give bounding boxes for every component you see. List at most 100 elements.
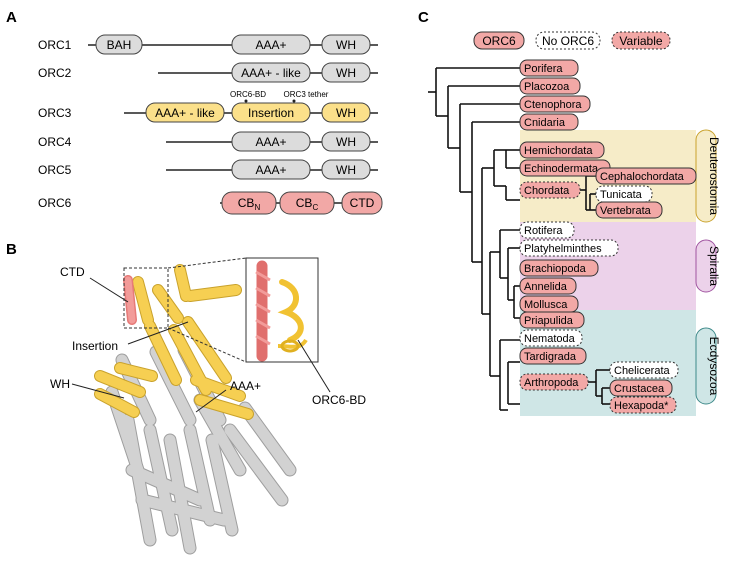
deuterostomia-label: Deuterostomia [707,137,721,215]
taxon-brachiopoda: Brachiopoda [524,263,587,275]
orc2-aaa-like-label: AAA+ - like [241,66,301,80]
orc2-label: ORC2 [38,66,72,80]
taxon-nematoda: Nematoda [524,333,576,345]
taxon-mollusca: Mollusca [524,299,568,311]
legend: ORC6 No ORC6 Variable [473,31,671,50]
orc5-row: ORC5 AAA+ WH [38,159,378,180]
taxon-chordata-box [519,181,581,199]
panel-b-letter: B [6,241,17,258]
panel-b: B [6,241,366,555]
orc6-label: ORC6 [38,196,72,210]
legend-orc6-swatch [473,31,525,50]
legend-orc6-label: ORC6 [482,34,516,48]
taxon-priapulida-box [519,311,585,329]
zoom-selection-box [123,267,169,329]
orc1-wh-domain [321,34,371,55]
taxon-cnidaria-box [519,113,579,131]
taxon-vertebrata-box [595,201,663,219]
taxon-tunicata: Tunicata [600,189,643,201]
orc3-aaa-like-domain [145,102,225,123]
taxon-platyhelminthes-box [519,239,619,257]
legend-no-orc6-label: No ORC6 [542,34,594,48]
ctd-label: CTD [60,265,85,279]
orc6-ctd-label: CTD [350,196,375,210]
orc1-row: ORC1 BAH AAA+ WH [38,34,378,55]
orc3-row: ORC6-BD ORC3 tether ORC3 AAA+ - like Ins… [38,90,378,123]
orc5-label: ORC5 [38,163,72,177]
orc3-label: ORC3 [38,106,72,120]
legend-no-orc6-swatch [535,31,601,50]
legend-variable-swatch [611,31,671,50]
aaa-label: AAA+ [230,379,261,393]
orc5-wh-domain [321,159,371,180]
orc3-wh-domain [321,102,371,123]
taxon-rotifera-box [519,221,575,239]
taxon-ctenophora-box [519,95,591,113]
panel-c-letter: C [418,9,429,26]
taxon-hemichordata-box [519,141,605,159]
taxon-tardigrada-box [519,347,587,365]
zoom-inset [245,257,319,363]
taxon-cephalochordata: Cephalochordata [600,171,685,183]
orc2-wh-label: WH [336,66,356,80]
orc3-insertion-label: Insertion [248,106,294,120]
panel-c: C ORC6 No ORC6 Variable Deuterostomia Sp… [418,9,721,416]
taxon-arthropoda: Arthropoda [524,377,579,389]
taxon-placozoa: Placozoa [524,81,570,93]
taxon-cnidaria: Cnidaria [524,117,566,129]
taxon-ctenophora: Ctenophora [524,99,582,111]
taxon-chelicerata-box [609,361,679,379]
orc1-aaa-label: AAA+ [255,38,286,52]
orc2-wh-domain [321,62,371,83]
wh-label: WH [50,377,70,391]
orc3-tether-annotation: ORC3 tether [284,90,329,99]
taxon-platyhelminthes: Platyhelminthes [524,243,602,255]
spiralia-label: Spiralia [707,246,721,286]
phylogenetic-tree [428,67,520,411]
orc4-wh-domain [321,131,371,152]
yellow-structure [94,264,254,420]
orc2-row: ORC2 AAA+ - like WH [38,62,378,83]
taxon-crustacea-box [609,379,673,397]
orc6-cbc-domain [279,191,335,215]
orc1-wh-label: WH [336,38,356,52]
orc6-cbc-label: CBC [296,196,319,212]
taxon-chelicerata: Chelicerata [614,365,671,377]
orc4-aaa-label: AAA+ [255,135,286,149]
taxon-brachiopoda-box [519,259,599,277]
orc6-cbn-domain [221,191,277,215]
taxon-priapulida: Priapulida [524,315,574,327]
orc5-wh-label: WH [336,163,356,177]
taxon-arthropoda-box [519,373,589,391]
taxon-hexapoda-box [609,396,677,414]
taxon-cephalochordata-box [595,167,697,185]
arthropoda-subtree [588,369,610,405]
taxon-vertebrata: Vertebrata [600,205,652,217]
orc1-bah-domain [95,34,143,55]
orc4-aaa-domain [231,131,311,152]
ecdysozoa-label: Ecdysozoa [707,337,721,396]
legend-variable-label: Variable [619,34,662,48]
taxon-tardigrada: Tardigrada [524,351,577,363]
taxon-crustacea: Crustacea [614,383,665,395]
taxon-chordata: Chordata [524,185,570,197]
orc6-cbn-label: CBN [238,196,261,212]
taxon-hemichordata: Hemichordata [524,145,593,157]
orc6-row: ORC6 CBN CBC CTD [38,191,383,215]
taxa: Porifera Placozoa Ctenophora Cnidaria He… [519,59,697,414]
taxon-placozoa-box [519,77,581,95]
orc1-label: ORC1 [38,38,72,52]
orc4-label: ORC4 [38,135,72,149]
orc3-insertion-domain [231,102,311,123]
orc4-wh-label: WH [336,135,356,149]
orc3-aaa-like-label: AAA+ - like [155,106,215,120]
orc2-aaa-like-domain [231,62,311,83]
orc3-wh-label: WH [336,106,356,120]
orc6-bd-label: ORC6-BD [312,393,366,407]
taxon-rotifera: Rotifera [524,225,563,237]
taxon-hexapoda: Hexapoda* [614,400,669,412]
taxon-tunicata-box [595,185,653,203]
orc5-aaa-domain [231,159,311,180]
taxon-annelida-box [519,277,577,295]
